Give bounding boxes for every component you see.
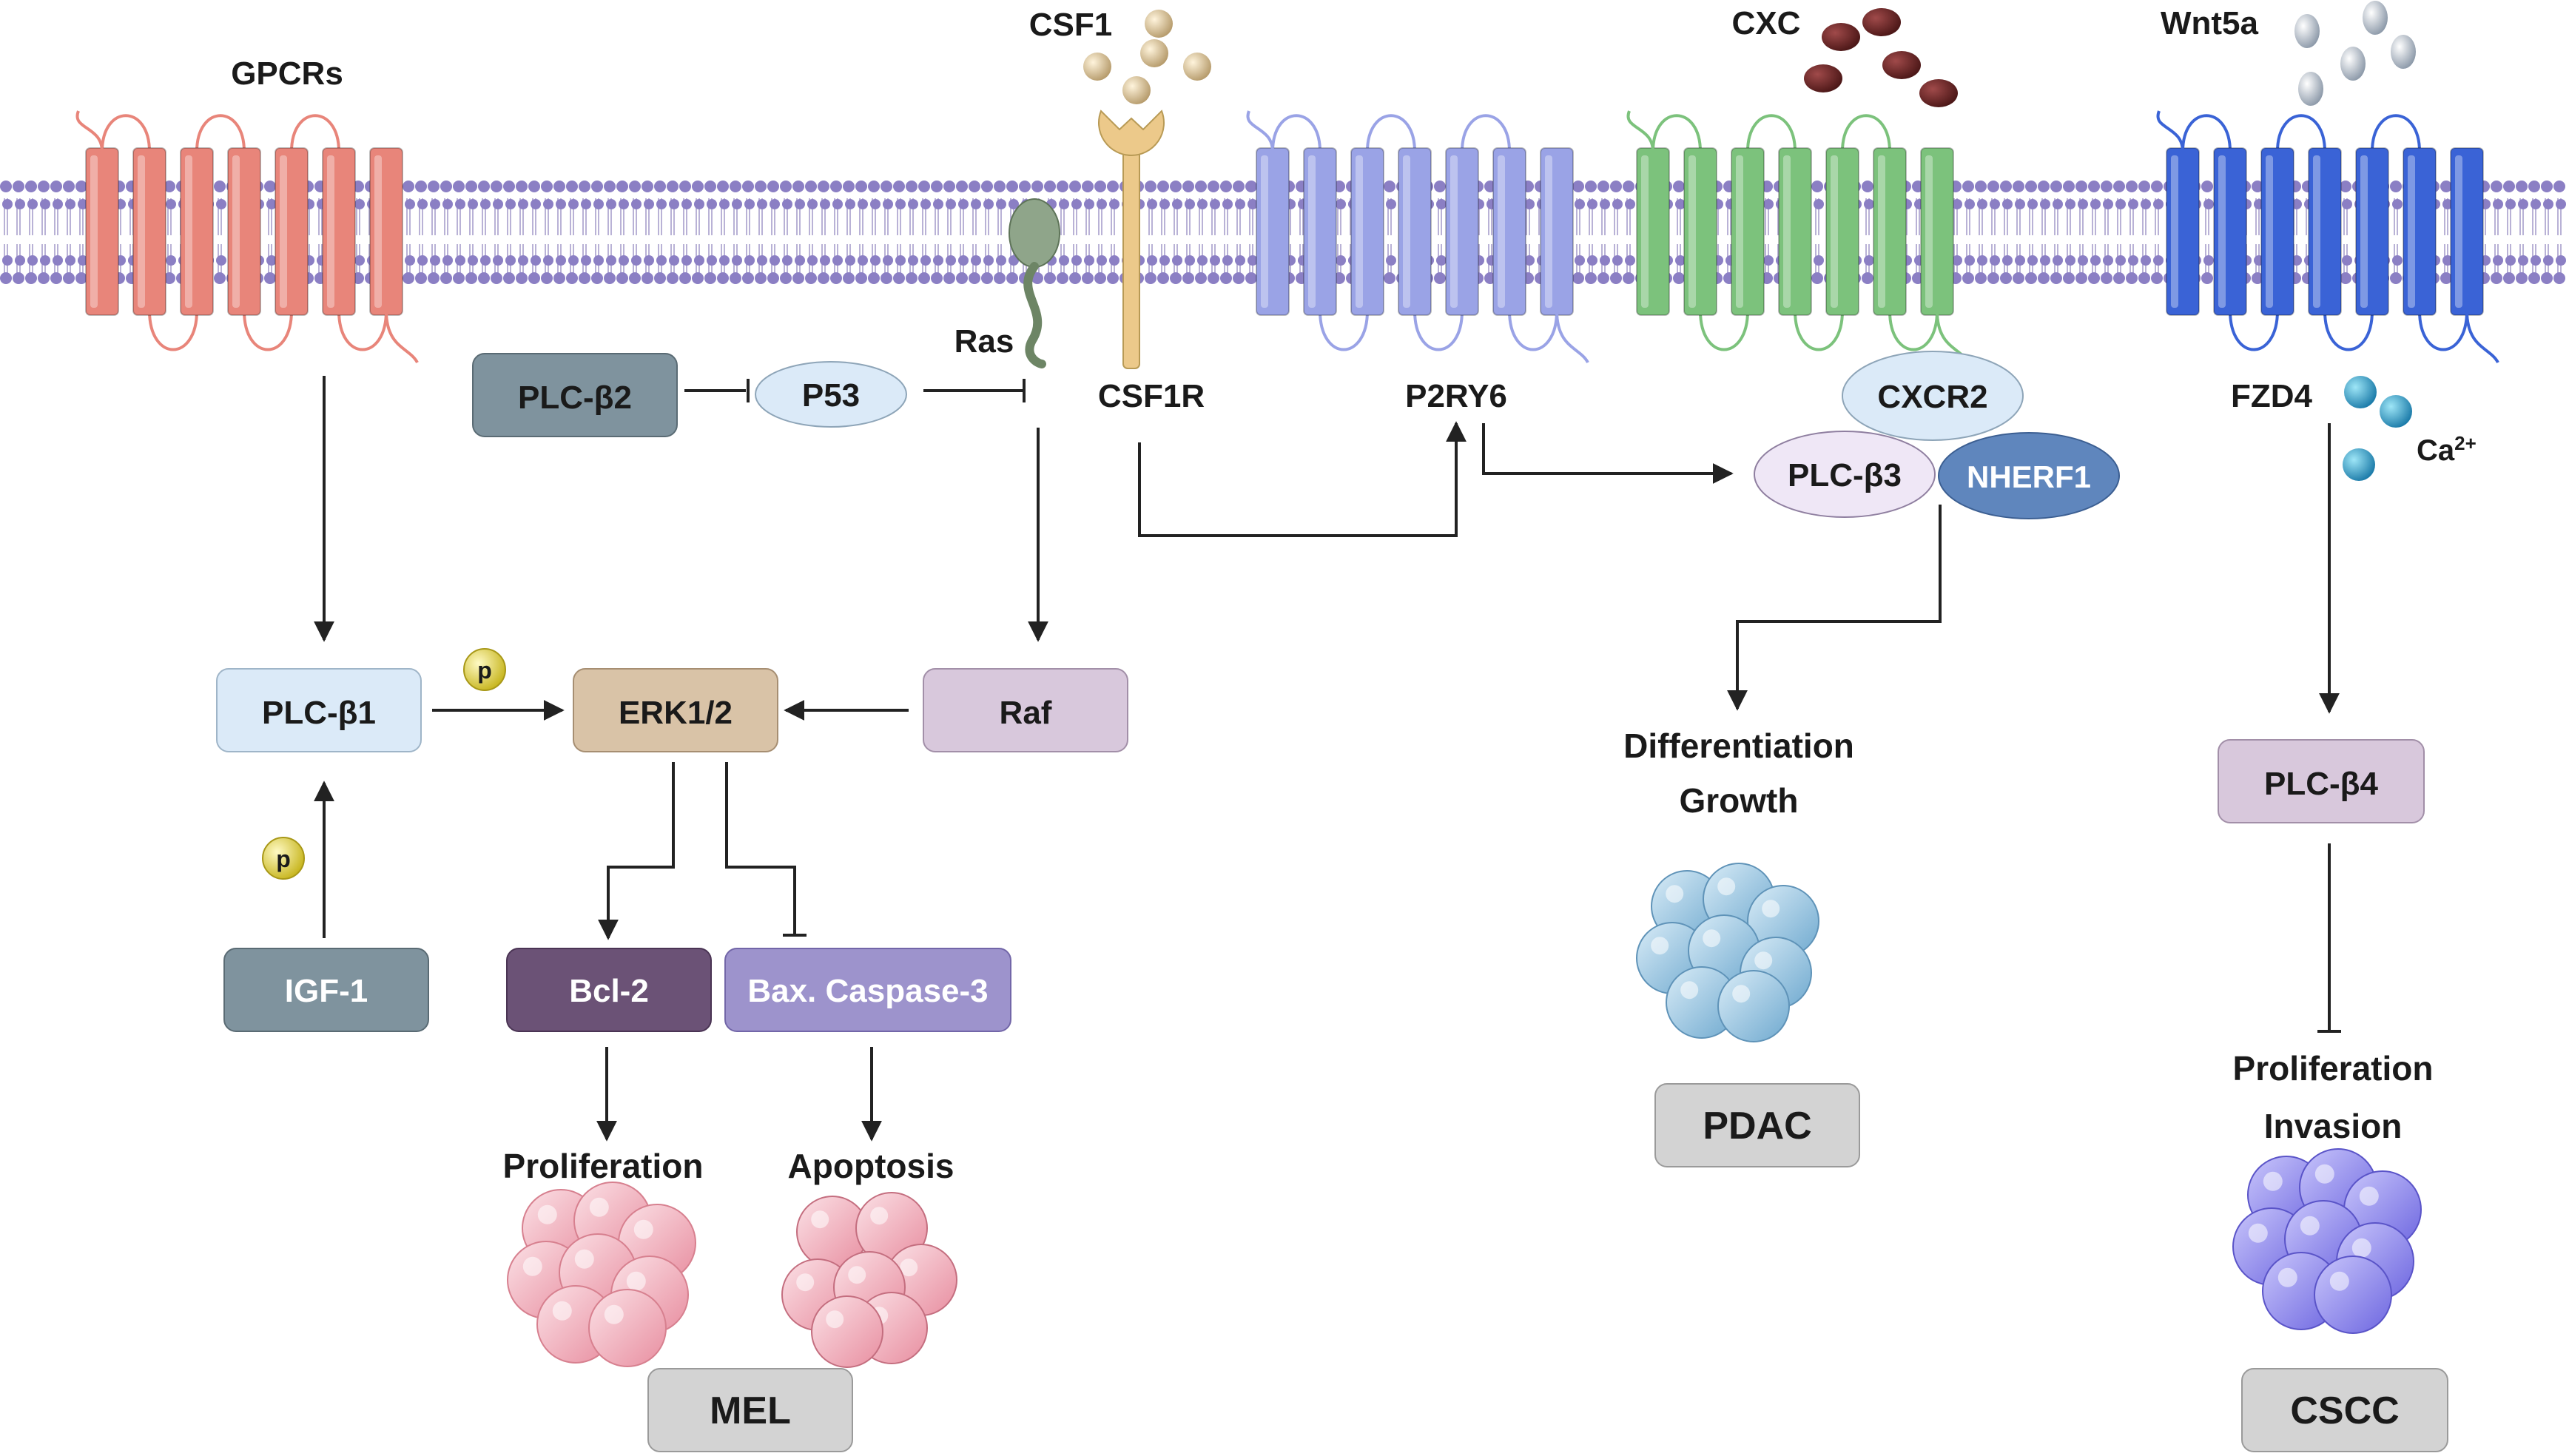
label-cxc: CXC [1732, 5, 1801, 41]
outcome-apoptosis: Apoptosis [788, 1147, 954, 1185]
cxcr2-complex: CXCR2 PLC-β3 NHERF1 [1754, 351, 2120, 519]
cancer-pdac: PDAC [1654, 1083, 1860, 1167]
svg-text:P53: P53 [802, 377, 860, 414]
ras-protein [1009, 198, 1060, 368]
cells-cscc [2232, 1148, 2422, 1334]
svg-text:Bcl-2: Bcl-2 [569, 973, 649, 1009]
cancer-cscc: CSCC [2241, 1368, 2448, 1452]
svg-text:Raf: Raf [1000, 695, 1052, 731]
outcome-proliferation-cscc: Proliferation [2233, 1049, 2434, 1088]
svg-text:PLC-β4: PLC-β4 [2264, 766, 2379, 802]
outcome-invasion: Invasion [2264, 1107, 2403, 1145]
node-igf1: IGF-1 [223, 948, 429, 1032]
svg-text:Bax. Caspase-3: Bax. Caspase-3 [747, 973, 988, 1009]
node-p53: P53 [755, 361, 907, 428]
edge-p2ry6-plcb3 [1482, 423, 1734, 484]
outcome-growth: Growth [1680, 781, 1799, 820]
node-cxcr2 [1842, 351, 2024, 441]
receptor-fzd4 [2156, 110, 2499, 364]
receptor-csf1r [1098, 109, 1165, 369]
svg-text:PLC-β1: PLC-β1 [262, 695, 376, 731]
label-fzd4: FZD4 [2231, 378, 2313, 414]
node-raf: Raf [923, 668, 1128, 752]
svg-text:ERK1/2: ERK1/2 [619, 695, 733, 731]
calcium-ions: Ca2+ [2343, 376, 2477, 481]
cells-pdac [1636, 863, 1819, 1042]
label-csf1: CSF1 [1029, 7, 1112, 43]
svg-text:CSCC: CSCC [2290, 1389, 2399, 1432]
ligand-cxc-beads [1804, 8, 1958, 107]
label-p2ry6: P2RY6 [1405, 378, 1507, 414]
label-ras: Ras [954, 323, 1014, 360]
node-erk: ERK1/2 [573, 668, 778, 752]
receptor-p2ry6 [1246, 110, 1589, 364]
pathway-edges [314, 376, 2341, 1142]
phospho-badge-erk: p [463, 648, 506, 691]
outcome-proliferation-mel: Proliferation [503, 1147, 704, 1185]
node-nherf1 [1938, 432, 2120, 519]
node-plc-b3 [1754, 431, 1936, 518]
edge-erk-bax-inhibit [725, 762, 796, 934]
label-csf1r: CSF1R [1098, 378, 1205, 414]
outcome-differentiation: Differentiation [1623, 727, 1854, 765]
svg-text:MEL: MEL [710, 1389, 791, 1432]
edge-csf1r-p2ry6 [1138, 421, 1467, 537]
svg-text:NHERF1: NHERF1 [1967, 459, 2091, 494]
cancer-mel: MEL [647, 1368, 853, 1452]
node-bax-caspase3: Bax. Caspase-3 [724, 948, 1011, 1032]
cells-mel-apoptosis [781, 1192, 957, 1368]
label-wnt5a: Wnt5a [2161, 5, 2259, 41]
svg-text:PLC-β3: PLC-β3 [1788, 457, 1902, 493]
node-bcl2: Bcl-2 [506, 948, 712, 1032]
edge-erk-bcl2 [598, 762, 675, 940]
node-plc-b2: PLC-β2 [472, 353, 678, 437]
svg-text:p: p [276, 846, 291, 872]
calcium-label: Ca2+ [2417, 432, 2477, 467]
receptor-gpcr [75, 110, 419, 364]
svg-text:IGF-1: IGF-1 [285, 973, 368, 1009]
edge-plcb3-differentiation [1727, 505, 1942, 711]
ligand-wnt5a-beads [2294, 1, 2416, 106]
svg-text:p: p [477, 657, 492, 684]
cell-clusters [507, 863, 2422, 1368]
svg-text:PDAC: PDAC [1703, 1105, 1811, 1147]
svg-text:CXCR2: CXCR2 [1877, 379, 1987, 415]
ligand-layer [1083, 1, 2416, 107]
receptor-layer [75, 109, 2499, 369]
cells-mel-proliferation [507, 1182, 696, 1367]
svg-text:PLC-β2: PLC-β2 [518, 380, 632, 416]
receptor-cxcr2 [1626, 110, 1970, 364]
node-plc-b4: PLC-β4 [2218, 739, 2425, 823]
phospho-badge-igf1: p [262, 837, 305, 880]
label-gpcrs: GPCRs [231, 55, 343, 92]
ligand-csf1-beads [1083, 10, 1211, 104]
node-plc-b1: PLC-β1 [216, 668, 422, 752]
